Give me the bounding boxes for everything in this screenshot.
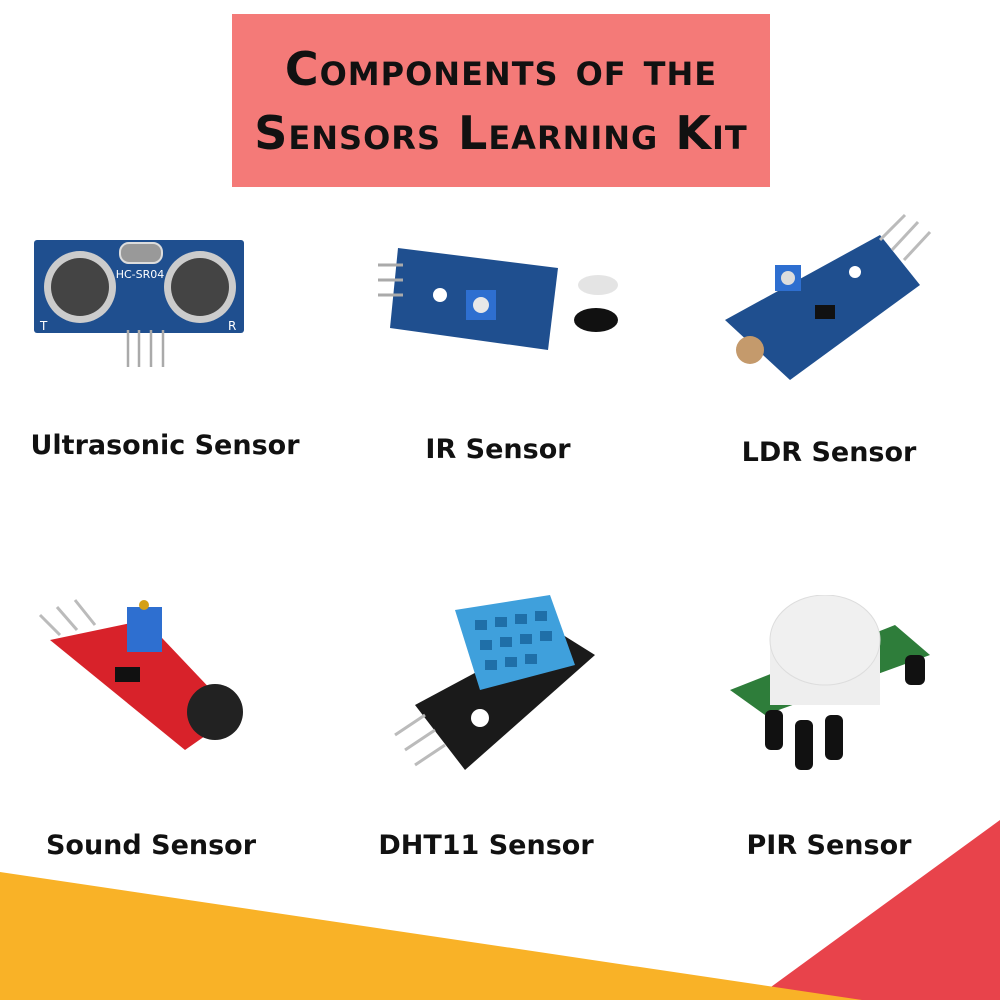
title-banner: Components of the Sensors Learning Kit <box>232 14 770 187</box>
sensor-label-ldr: LDR Sensor <box>741 437 917 468</box>
ir-sensor-icon <box>378 248 618 350</box>
svg-text:T: T <box>39 319 48 333</box>
sensor-label-ir: IR Sensor <box>425 434 571 465</box>
yellow-corner-shape <box>0 872 862 1000</box>
ultrasonic-sensor-icon: HC-SR04 T R <box>34 240 244 367</box>
sensor-label-ultrasonic: Ultrasonic Sensor <box>30 430 300 461</box>
red-corner-shape <box>753 820 1000 1000</box>
sensor-label-sound: Sound Sensor <box>45 830 257 861</box>
dht11-sensor-icon <box>394 595 595 770</box>
module-label: HC-SR04 <box>116 268 165 281</box>
ldr-sensor-icon <box>725 213 932 380</box>
title-line-1: Components of the <box>284 41 718 96</box>
pir-sensor-icon <box>730 595 930 770</box>
svg-text:R: R <box>228 319 236 333</box>
title-line-2: Sensors Learning Kit <box>254 105 748 160</box>
sound-sensor-icon <box>38 599 243 750</box>
sensor-label-dht11: DHT11 Sensor <box>378 830 594 861</box>
sensor-label-pir: PIR Sensor <box>746 830 912 861</box>
